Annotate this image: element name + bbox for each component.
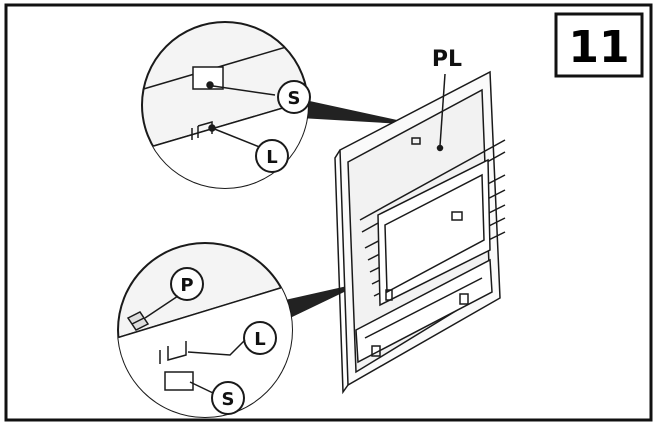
panel-pointer — [439, 73, 446, 147]
screw-top-pointer — [212, 85, 276, 96]
lug-top-pointer — [211, 127, 263, 149]
label-screw-top: S — [288, 88, 301, 109]
screw-bottom-pointer — [189, 381, 214, 394]
label-circle-plug — [170, 267, 204, 301]
label-circle-screw-bottom — [211, 381, 245, 415]
plug-pointer — [144, 295, 179, 319]
step-number: 11 — [568, 22, 629, 73]
label-plug: P — [180, 275, 193, 296]
label-lug-bottom: L — [254, 329, 265, 350]
label-screw-bottom: S — [222, 389, 235, 410]
zoom-circle-bottom — [117, 242, 293, 418]
lug-bottom-pointer — [187, 339, 246, 356]
step-number-box: 11 — [554, 12, 644, 78]
oven-panel — [334, 70, 506, 395]
label-panel: PL — [432, 47, 462, 72]
label-circle-lug-top — [255, 139, 289, 173]
label-circle-lug-bottom — [243, 321, 277, 355]
zoom-wedge-top — [300, 100, 420, 125]
outer-frame — [4, 3, 653, 422]
label-lug-top: L — [266, 147, 277, 168]
label-circle-screw-top — [277, 80, 311, 114]
